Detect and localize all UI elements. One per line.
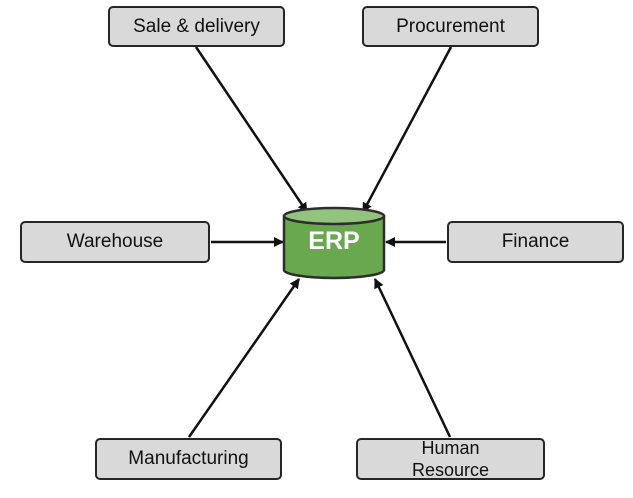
arrow-hr-to-erp bbox=[373, 278, 452, 438]
module-human-resource: Human Resource bbox=[356, 438, 545, 480]
module-warehouse: Warehouse bbox=[20, 221, 210, 263]
module-label: Finance bbox=[501, 231, 570, 252]
arrow-manufacturing-to-erp bbox=[187, 278, 301, 438]
module-manufacturing: Manufacturing bbox=[95, 438, 282, 480]
erp-label: ERP bbox=[308, 227, 360, 255]
module-label: Procurement bbox=[396, 15, 505, 37]
module-finance: Finance bbox=[447, 221, 624, 263]
module-label: Sale & delivery bbox=[133, 15, 260, 37]
erp-cylinder-body bbox=[282, 214, 386, 280]
module-label: Manufacturing bbox=[128, 448, 249, 469]
erp-cylinder-top bbox=[282, 206, 386, 226]
erp-database-icon bbox=[282, 206, 386, 280]
module-sale-delivery: Sale & delivery bbox=[108, 6, 285, 47]
module-procurement: Procurement bbox=[362, 6, 539, 47]
module-label: Human Resource bbox=[411, 438, 490, 480]
arrow-procurement-to-erp bbox=[361, 46, 453, 213]
module-label: Warehouse bbox=[66, 231, 164, 252]
arrow-sale-to-erp bbox=[194, 46, 309, 213]
